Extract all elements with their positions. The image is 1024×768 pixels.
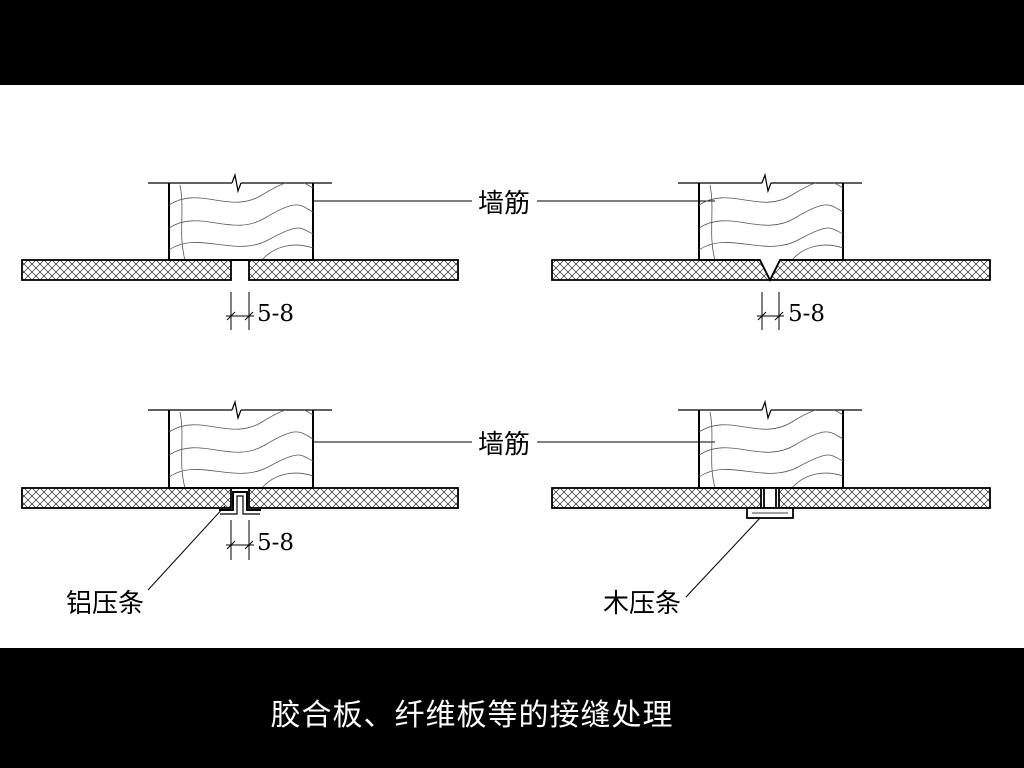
panel-left <box>21 487 232 509</box>
diagram-panel <box>0 85 1024 648</box>
panel-left <box>551 487 762 509</box>
panel-right <box>248 487 459 509</box>
panel-left <box>21 259 232 281</box>
label-stud-bottom: 墙筋 <box>478 430 530 460</box>
panel-right <box>248 259 459 281</box>
gap-dimension <box>757 292 784 330</box>
label-aluminum-strip: 铝压条 <box>66 589 144 619</box>
label-gap-2: 5-8 <box>788 301 825 327</box>
wood-grain <box>699 410 843 488</box>
caption-bar <box>0 648 1024 768</box>
gap-dimension <box>226 292 254 330</box>
detail-aluminum-strip <box>21 399 715 591</box>
panel-right <box>768 259 991 281</box>
detail-v-groove <box>551 172 991 330</box>
wood-strip-profile <box>746 487 794 519</box>
detail-wood-strip <box>551 399 991 598</box>
wood-grain <box>169 183 313 260</box>
wall-stud <box>678 399 862 488</box>
panel-right <box>778 487 991 509</box>
gap-dimension <box>226 520 254 560</box>
label-wood-strip: 木压条 <box>603 589 681 619</box>
wall-stud <box>148 172 332 260</box>
wood-grain <box>169 410 313 488</box>
detail-open-gap <box>21 172 715 330</box>
aluminum-strip-profile <box>219 491 261 515</box>
top-bar <box>0 0 1024 85</box>
wall-stud <box>678 172 862 260</box>
label-gap-1: 5-8 <box>257 301 294 327</box>
leader-wood-strip <box>685 517 761 598</box>
wall-stud <box>148 399 332 488</box>
wood-grain <box>699 183 843 260</box>
label-stud-top: 墙筋 <box>478 189 530 219</box>
slide-caption: 胶合板、纤维板等的接缝处理 <box>270 698 674 733</box>
panel-left <box>551 259 772 281</box>
label-gap-3: 5-8 <box>257 530 294 556</box>
leader-aluminum-strip <box>147 505 226 591</box>
